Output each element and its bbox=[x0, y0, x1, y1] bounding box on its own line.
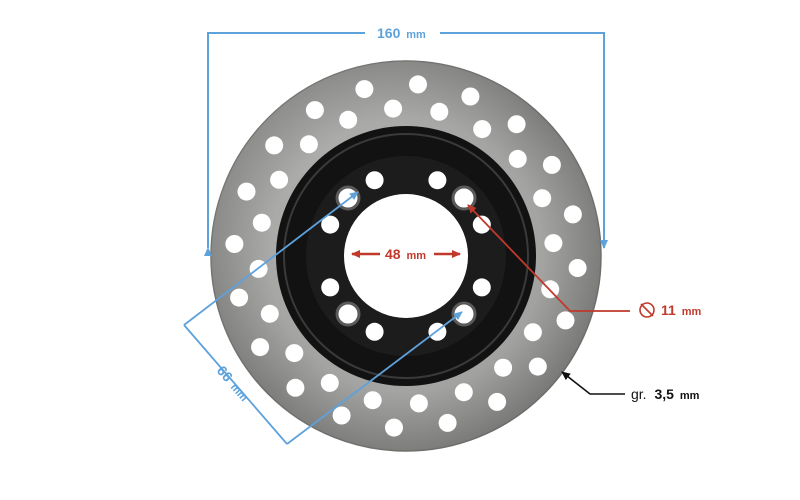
thickness-leader bbox=[561, 371, 625, 395]
hub-hole bbox=[365, 171, 384, 190]
vent-hole bbox=[332, 406, 351, 425]
hub-hole bbox=[321, 215, 340, 234]
outer-diameter-label: 160 mm bbox=[377, 25, 426, 41]
center-bore bbox=[344, 194, 468, 318]
vent-hole bbox=[409, 75, 427, 94]
vent-hole bbox=[265, 136, 284, 155]
vent-hole bbox=[563, 205, 582, 224]
bolt-circle-unit: mm bbox=[228, 381, 250, 404]
bolt-hole bbox=[451, 301, 477, 327]
vent-hole bbox=[286, 378, 305, 397]
vent-hole bbox=[568, 259, 587, 277]
hub-hole bbox=[321, 278, 340, 297]
bolt-hole-unit: mm bbox=[682, 306, 702, 318]
vent-hole bbox=[523, 323, 542, 342]
center-bore-unit: mm bbox=[406, 250, 426, 262]
thickness-unit: mm bbox=[680, 390, 700, 402]
vent-hole bbox=[438, 413, 457, 432]
vent-hole bbox=[252, 213, 271, 232]
vent-hole bbox=[430, 102, 449, 121]
hub-hole bbox=[472, 278, 491, 297]
vent-hole bbox=[542, 155, 561, 174]
bolt-hole-callout: 11 mm bbox=[467, 204, 701, 318]
inner-vent-holes bbox=[321, 171, 491, 341]
vent-hole bbox=[488, 392, 507, 411]
vent-hole bbox=[544, 234, 563, 253]
vent-hole bbox=[507, 115, 526, 134]
bolt-hole-label: 11 mm bbox=[661, 302, 701, 318]
vent-hole bbox=[320, 373, 339, 392]
vent-hole bbox=[285, 344, 304, 363]
vent-hole bbox=[299, 135, 318, 154]
thickness-callout: gr. 3,5 mm bbox=[561, 371, 700, 402]
center-bore-label: 48 mm bbox=[385, 246, 426, 262]
vent-hole bbox=[230, 288, 249, 307]
vent-hole bbox=[533, 189, 552, 208]
bolt-circle-value: 66 bbox=[214, 362, 236, 384]
diameter-symbol-icon bbox=[639, 302, 655, 318]
vent-hole bbox=[409, 394, 428, 413]
hub-hole bbox=[428, 171, 447, 190]
bolt-hole bbox=[335, 301, 361, 327]
vent-hole bbox=[305, 101, 324, 120]
vent-hole bbox=[508, 149, 527, 168]
vent-hole bbox=[225, 235, 244, 253]
bolt-circle-leader-upper bbox=[183, 191, 359, 326]
vent-hole bbox=[473, 120, 492, 139]
outer-diameter-line-left bbox=[204, 32, 365, 256]
hub-hole bbox=[472, 215, 491, 234]
vent-hole bbox=[237, 182, 256, 201]
bolt-circle-leader-lower bbox=[286, 311, 463, 445]
vent-hole bbox=[251, 338, 270, 357]
vent-hole bbox=[385, 418, 403, 437]
thickness-prefix: gr. bbox=[631, 386, 647, 402]
bolt-hole bbox=[451, 185, 477, 211]
outer-diameter-unit: mm bbox=[406, 29, 426, 41]
vent-hole bbox=[339, 110, 358, 129]
vent-hole bbox=[355, 80, 374, 99]
thickness-label: gr. 3,5 mm bbox=[631, 386, 700, 402]
bolt-hole-value: 11 bbox=[661, 302, 676, 318]
vent-hole bbox=[270, 170, 289, 189]
center-bore-value: 48 bbox=[385, 246, 401, 262]
vent-hole bbox=[363, 391, 382, 410]
vent-hole bbox=[260, 304, 279, 323]
vent-hole bbox=[494, 358, 513, 377]
hub-groove bbox=[283, 133, 529, 379]
vent-hole bbox=[384, 99, 403, 118]
outer-diameter-line-right bbox=[440, 32, 608, 249]
bolt-hole-leader bbox=[467, 204, 630, 312]
outer-diameter-value: 160 bbox=[377, 25, 401, 41]
bolt-circle-baseline bbox=[183, 324, 288, 445]
vent-hole bbox=[454, 383, 473, 402]
vent-hole bbox=[556, 311, 575, 330]
vent-hole bbox=[528, 357, 547, 376]
vent-hole bbox=[461, 87, 480, 106]
hub-hole bbox=[365, 322, 384, 341]
thickness-value: 3,5 bbox=[654, 386, 674, 402]
outer-diameter-dimension: 160 mm bbox=[204, 25, 608, 256]
rotor bbox=[210, 60, 602, 452]
center-bore-dimension: 48 mm bbox=[351, 246, 461, 262]
